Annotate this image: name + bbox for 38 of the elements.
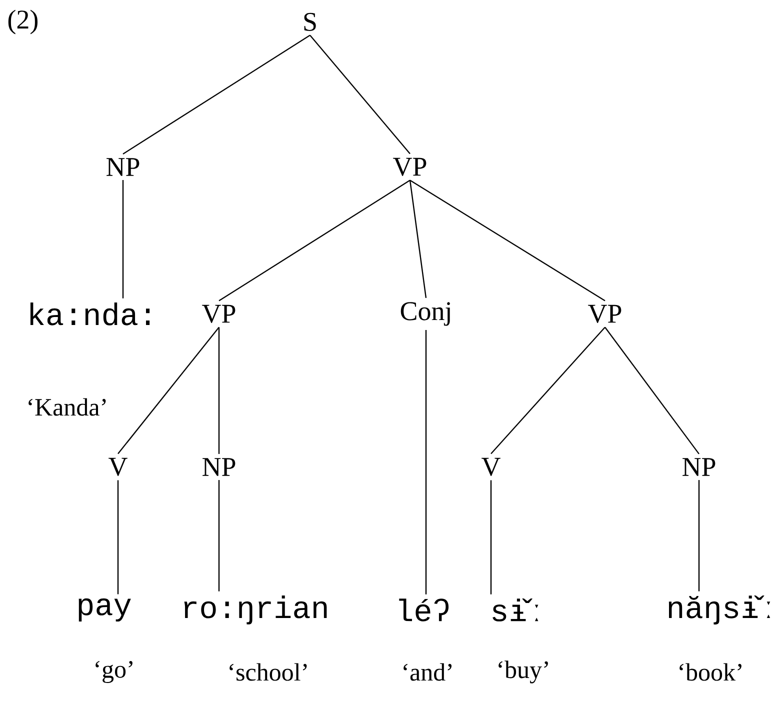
word: léʔ: [399, 598, 449, 622]
word: ro:ŋrian: [184, 596, 327, 624]
category-label: V: [482, 458, 500, 476]
tree-branch: [218, 180, 410, 302]
tree-branch: [117, 480, 119, 594]
word: pay: [78, 598, 131, 622]
tree-branch: [490, 480, 492, 594]
tree-branch: [218, 480, 220, 592]
gloss: ‘buy’: [498, 660, 548, 684]
tree-branch: [122, 34, 310, 154]
category-label: VP: [393, 158, 426, 176]
category-label: NP: [202, 458, 236, 476]
category-label: NP: [106, 158, 140, 176]
word: năŋsɨ̌ː: [668, 595, 770, 624]
tree-branch: [122, 180, 124, 298]
gloss: ‘school’: [230, 663, 307, 681]
tree-branch: [410, 180, 606, 302]
gloss: ‘go’: [96, 660, 132, 683]
word: ka:nda:: [30, 302, 150, 326]
word: sɨ̌ː: [492, 598, 538, 622]
category-label: NP: [682, 458, 716, 476]
tree-branch: [604, 326, 700, 454]
category-label: S: [304, 12, 316, 32]
gloss: ‘and’: [404, 663, 452, 681]
category-label: Conj: [400, 302, 450, 326]
tree-branch: [409, 180, 427, 298]
tree-branch: [310, 34, 410, 154]
gloss: ‘book’: [680, 663, 742, 681]
category-label: V: [108, 458, 128, 476]
tree-branch: [218, 327, 220, 454]
category-label: VP: [202, 304, 236, 324]
gloss: ‘Kanda’: [28, 398, 106, 416]
example-number: (2): [8, 10, 38, 34]
tree-branch: [425, 330, 427, 594]
tree-branch: [490, 326, 606, 454]
tree-branch: [118, 326, 220, 454]
category-label: VP: [588, 304, 622, 324]
tree-branch: [698, 480, 700, 592]
